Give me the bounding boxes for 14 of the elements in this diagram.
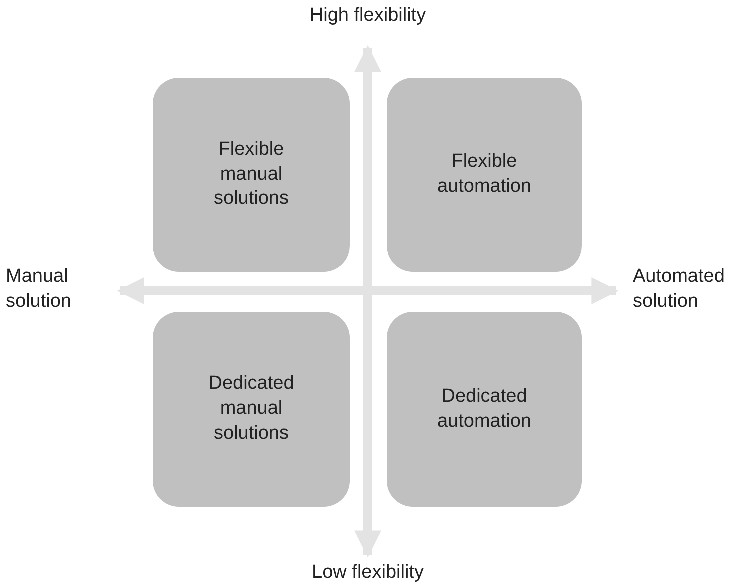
axis-label: Automated solution	[633, 265, 726, 314]
double-headed-arrow	[117, 278, 619, 304]
quadrant-label: Dedicated manual solutions	[208, 372, 296, 446]
quadrant-label: Dedicated automation	[436, 384, 532, 434]
quadrant-label: Flexible automation	[436, 150, 532, 199]
axis-label: Manual solution	[6, 265, 72, 314]
quadrant-label: Flexible manual solutions	[213, 138, 290, 212]
quadrant-box	[387, 78, 582, 272]
quadrant-box	[153, 312, 350, 507]
double-headed-arrow	[354, 45, 382, 558]
axis-label: Low flexibility	[312, 561, 424, 586]
quadrant-box	[387, 312, 582, 507]
axis-label: High flexibility	[310, 4, 426, 28]
quadrant-box	[153, 78, 350, 272]
